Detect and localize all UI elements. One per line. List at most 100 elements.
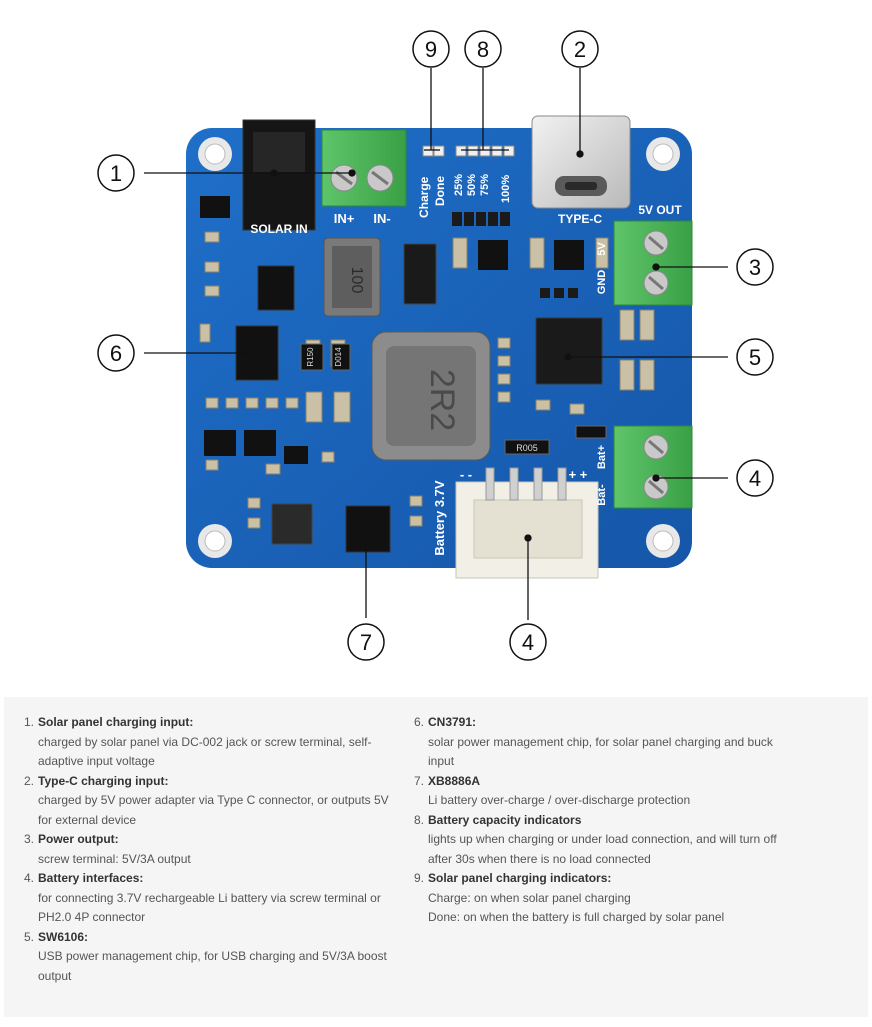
legend-item-3: 3. Power output: screw terminal: 5V/3A o… [24,830,404,869]
legend-item-9: 9. Solar panel charging indicators: Char… [414,869,834,928]
legend-title: Solar panel charging input: [38,715,194,729]
svg-text:2: 2 [574,37,586,62]
callout-lines [144,68,728,620]
svg-text:9: 9 [425,37,437,62]
svg-text:4: 4 [522,630,534,655]
callout-9: 9 [412,30,450,68]
legend-item-1: 1. Solar panel charging input: charged b… [24,713,404,772]
legend-desc: solar power management chip, for solar p… [428,734,773,749]
upper-left-chip [257,265,295,311]
callout-1: 1 [97,154,135,192]
silk-pct-75: 75% [479,174,491,196]
legend-title: Power output: [38,832,119,846]
silk-in-minus: IN- [373,211,390,226]
silk-charge: Charge [417,176,431,218]
legend-desc: lights up when charging or under load co… [428,832,777,846]
diode [403,243,437,305]
legend-number: 6. [414,715,425,729]
d014-marking: D014 [334,347,343,367]
qfn-chip [271,503,313,545]
svg-text:6: 6 [110,341,122,366]
legend-title: Solar panel charging indicators: [428,871,612,885]
silk-5v-out: 5V OUT [638,203,682,217]
legend-item-6: 6. CN3791: solar power management chip, … [414,713,834,772]
legend-number: 9. [414,871,425,885]
callout-3: 3 [736,248,774,286]
led-resistor-row [452,212,578,298]
legend-desc: USB power management chip, for USB charg… [38,949,387,963]
legend-desc: input [428,754,455,768]
mounting-holes [198,137,680,558]
legend-desc: after 30s when there is no load connecte… [428,851,651,866]
callout-4-bottom: 4 [509,623,547,661]
board-figure: 100 2R2 [97,30,774,661]
legend-desc: for connecting 3.7V rechargeable Li batt… [38,890,381,905]
big-inductor: 2R2 [371,331,491,461]
legend-number: 1. [24,715,35,729]
legend-desc: Li battery over-charge / over-discharge … [428,793,691,807]
silk-bat-plus: Bat+ [596,445,608,469]
legend-number: 3. [24,832,35,846]
legend-title: CN3791: [428,715,477,729]
xb8886a-chip [345,505,391,553]
legend-desc: adaptive input voltage [38,754,155,768]
legend-desc: charged by solar panel via DC-002 jack o… [38,734,372,749]
silk-battery: Battery 3.7V [432,480,447,555]
big-inductor-marking: 2R2 [423,369,461,431]
svg-text:1: 1 [110,161,122,186]
silk-plus-plus: + + [569,467,588,482]
svg-text:8: 8 [477,37,489,62]
solar-screw-terminal [321,129,407,207]
legend-number: 8. [414,812,425,827]
legend-desc: output [38,968,72,983]
legend-desc: Done: on when the battery is full charge… [428,910,725,924]
legend-title: Battery capacity indicators [428,812,582,827]
legend-title: XB8886A [428,773,481,788]
legend-item-5: 5. SW6106: USB power management chip, fo… [24,928,404,987]
svg-text:5: 5 [749,345,761,370]
silk-solar-in: SOLAR IN [250,222,307,236]
svg-text:7: 7 [360,630,372,655]
svg-text:3: 3 [749,255,761,280]
callout-7: 7 [347,623,385,661]
silk-in-plus: IN+ [334,211,355,226]
legend-title: Battery interfaces: [38,871,144,885]
legend-number: 2. [24,773,35,788]
svg-text:4: 4 [749,466,761,491]
legend-item-8: 8. Battery capacity indicators lights up… [414,811,834,870]
legend-item-2: 2. Type-C charging input: charged by 5V … [24,772,404,831]
silk-minus-minus: - - [460,467,472,482]
legend-desc: charged by 5V power adapter via Type C c… [38,793,389,807]
legend-number: 4. [24,871,35,885]
silk-pct-100: 100% [500,175,512,203]
battery-screw-terminal [613,425,693,509]
legend-number: 5. [24,929,35,944]
legend-panel: 1. Solar panel charging input: charged b… [4,697,868,1017]
silk-gnd: GND [596,270,608,295]
silk-5v: 5V [596,242,608,256]
small-inductor-marking: 100 [348,267,365,294]
mosfet-chips [478,240,584,270]
output-screw-terminal [613,220,693,306]
callout-8: 8 [464,30,502,68]
callout-5: 5 [736,338,774,376]
callout-6: 6 [97,334,135,372]
legend-right-column: 6. CN3791: solar power management chip, … [414,713,834,928]
legend-title: Type-C charging input: [38,773,169,788]
small-resistors [300,343,607,455]
r005-marking: R005 [516,443,538,453]
ph2-connector [455,467,599,579]
led-indicators [422,145,515,157]
legend-item-7: 7. XB8886A Li battery over-charge / over… [414,772,834,811]
small-inductor: 100 [323,237,381,317]
legend-desc: for external device [38,812,137,827]
legend-title: SW6106: [38,929,89,944]
legend-left-column: 1. Solar panel charging input: charged b… [24,713,404,986]
r150-marking: R150 [306,347,315,367]
black-transistors [200,196,308,464]
callout-4-right: 4 [736,459,774,497]
type-c-connector [531,115,631,209]
callout-2: 2 [561,30,599,68]
legend-desc: PH2.0 4P connector [38,910,146,924]
silk-pct-50: 50% [466,174,478,196]
